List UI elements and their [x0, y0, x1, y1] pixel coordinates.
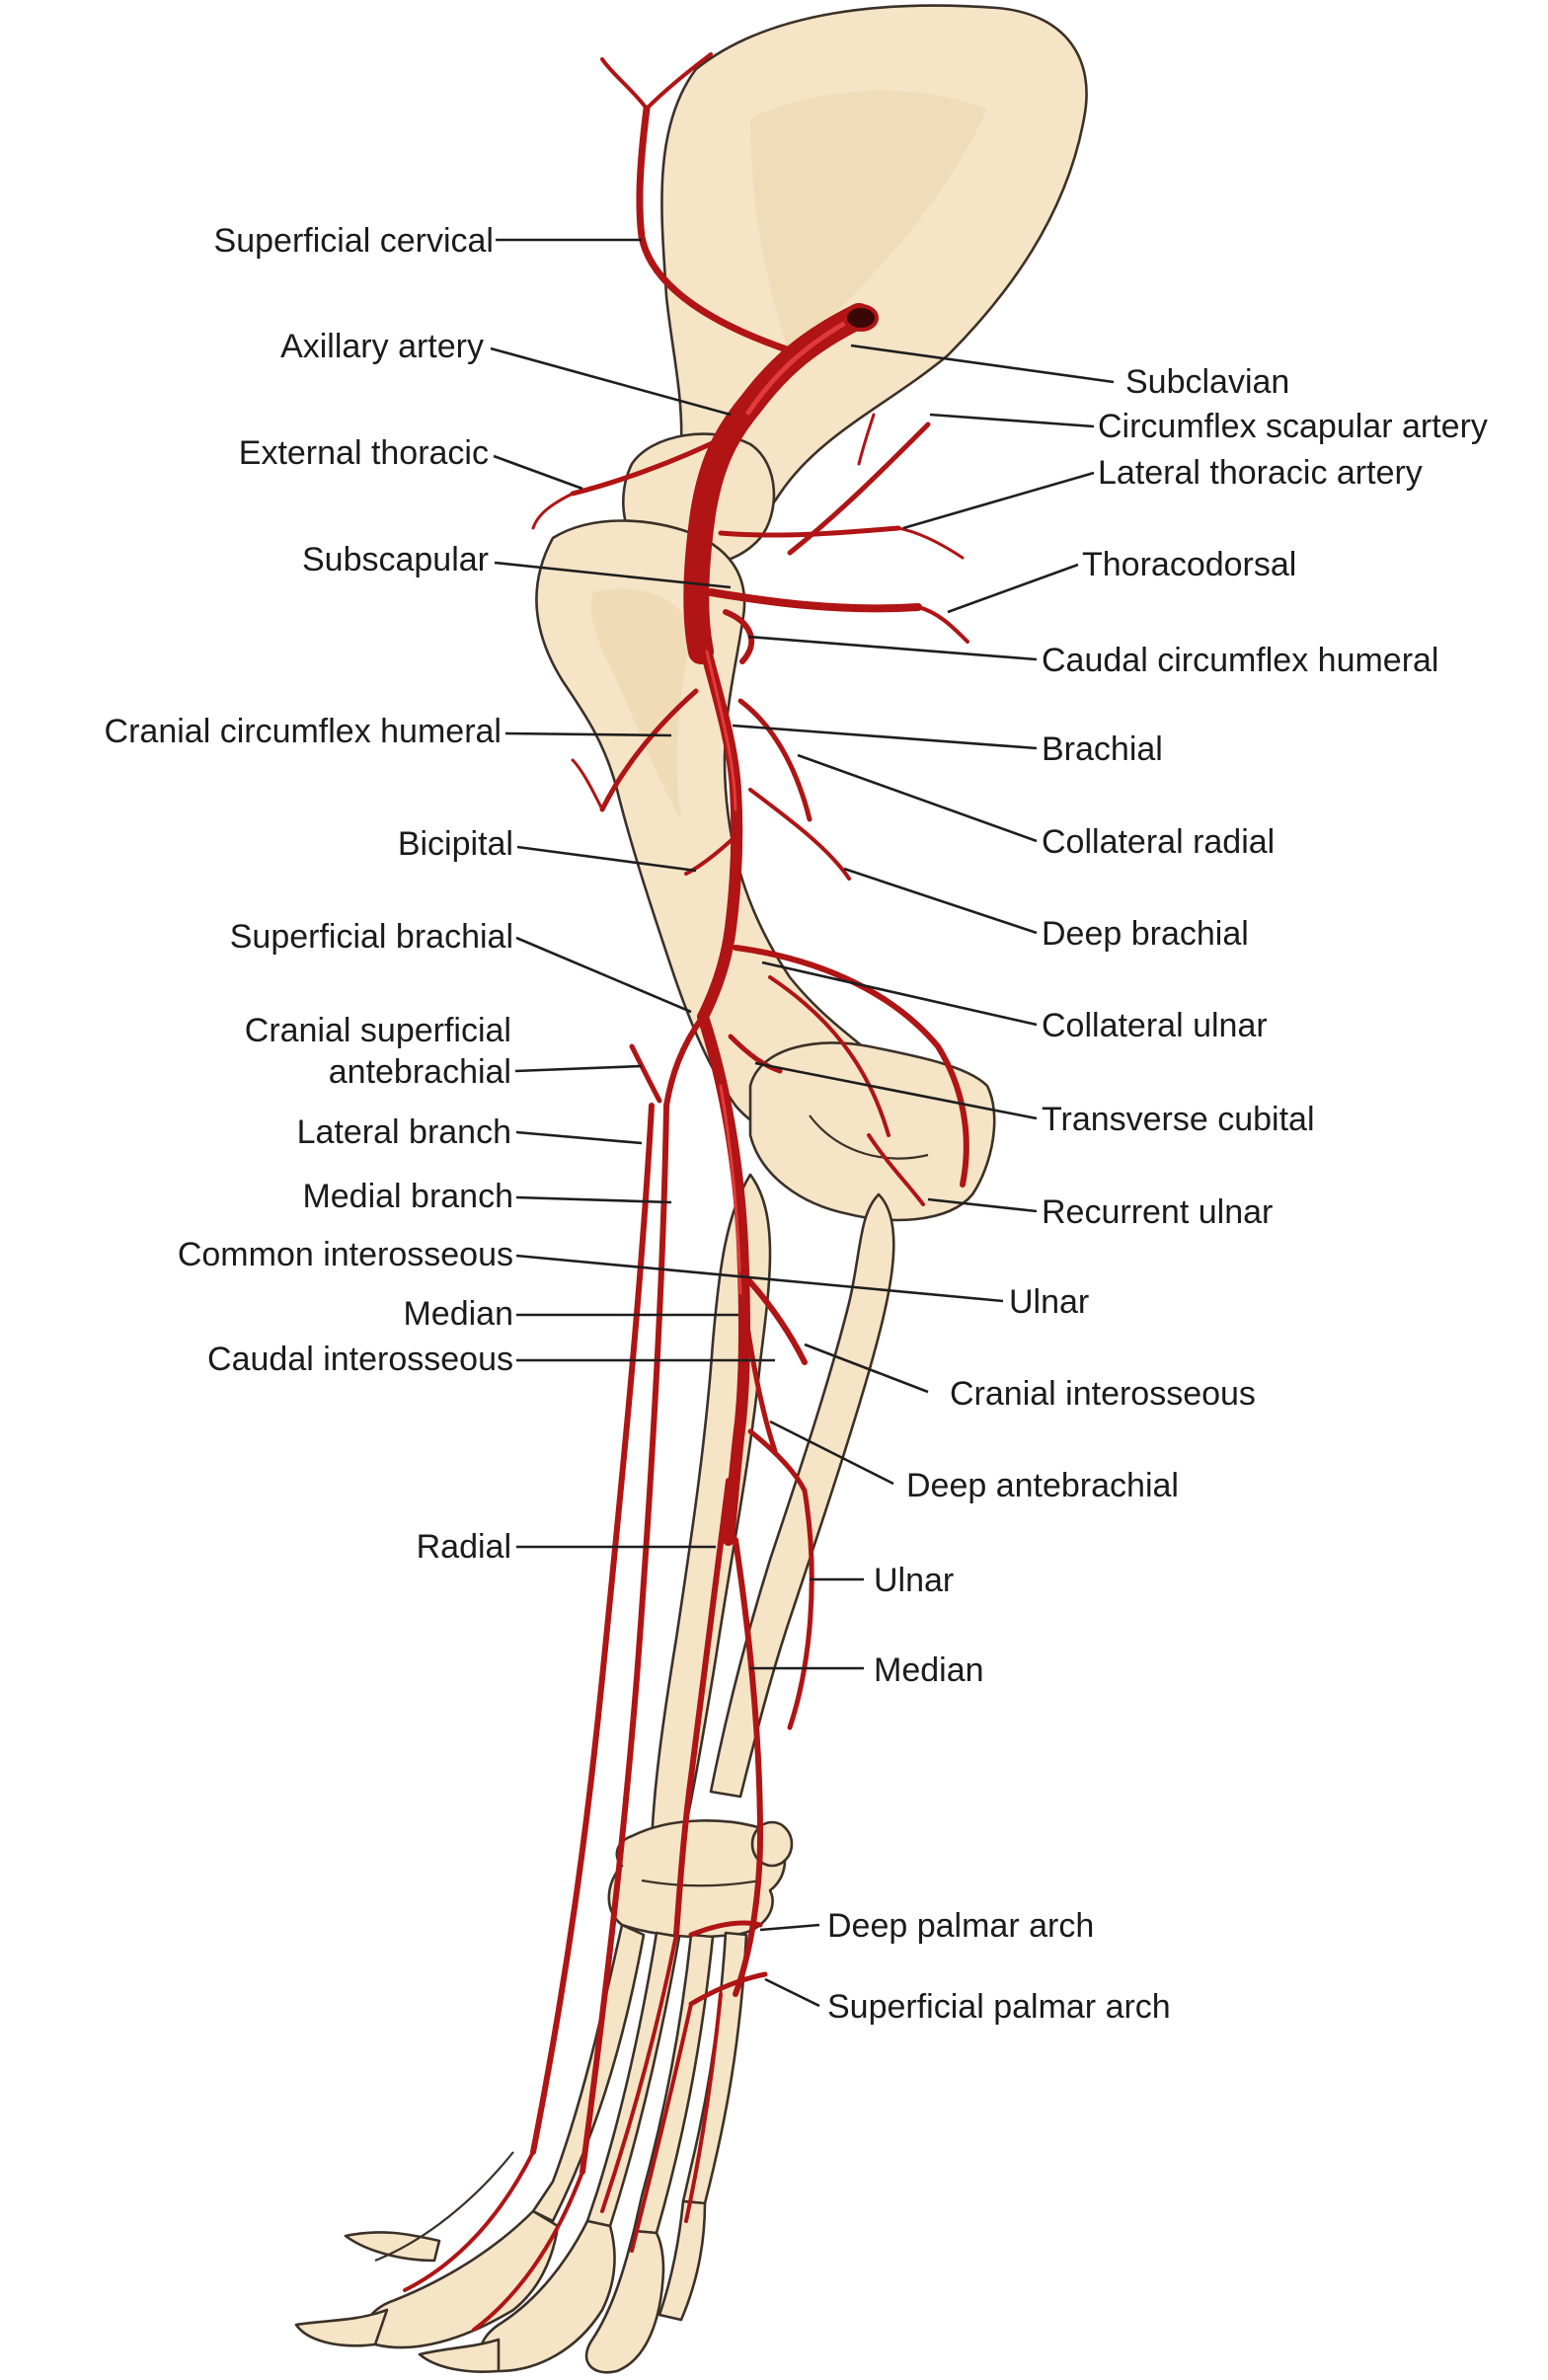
artery-network: [403, 52, 969, 2332]
label-lateral-thoracic-artery: Lateral thoracic artery: [1098, 454, 1423, 492]
label-median-upper: Median: [403, 1295, 513, 1333]
right-labels: Subclavian Circumflex scapular artery La…: [827, 363, 1488, 2026]
leader-lines: [490, 238, 1115, 2008]
label-bicipital: Bicipital: [398, 825, 513, 863]
label-transverse-cubital: Transverse cubital: [1042, 1101, 1315, 1138]
label-thoracodorsal: Thoracodorsal: [1082, 546, 1296, 583]
label-caudal-interosseous: Caudal interosseous: [207, 1341, 513, 1378]
label-medial-branch: Medial branch: [302, 1178, 513, 1215]
label-superficial-brachial: Superficial brachial: [230, 918, 513, 956]
label-caudal-circumflex-humeral: Caudal circumflex humeral: [1042, 642, 1439, 679]
label-subscapular: Subscapular: [302, 541, 489, 578]
label-collateral-ulnar: Collateral ulnar: [1042, 1007, 1268, 1044]
label-common-interosseous: Common interosseous: [178, 1236, 513, 1273]
label-axillary-artery: Axillary artery: [280, 328, 484, 365]
left-labels: Superficial cervical Axillary artery Ext…: [105, 222, 513, 1566]
label-collateral-radial: Collateral radial: [1042, 823, 1275, 861]
label-median-lower: Median: [874, 1651, 984, 1689]
digits: [363, 2209, 560, 2349]
label-cranial-superficial-antebrachial: Cranial superficial: [245, 1012, 511, 1049]
label-cranial-circumflex-humeral: Cranial circumflex humeral: [105, 713, 502, 750]
label-cranial-interosseous: Cranial interosseous: [950, 1375, 1256, 1413]
label-superficial-cervical: Superficial cervical: [214, 222, 494, 260]
label-radial: Radial: [417, 1528, 511, 1566]
label-external-thoracic: External thoracic: [239, 434, 489, 472]
label-lateral-branch: Lateral branch: [297, 1113, 511, 1151]
label-circumflex-scapular-artery: Circumflex scapular artery: [1098, 408, 1488, 445]
label-deep-brachial: Deep brachial: [1042, 915, 1249, 953]
label-brachial: Brachial: [1042, 730, 1163, 768]
label-superficial-palmar-arch: Superficial palmar arch: [827, 1988, 1171, 2026]
label-deep-antebrachial: Deep antebrachial: [906, 1467, 1179, 1504]
label-cranial-superficial-antebrachial-line2: antebrachial: [329, 1053, 511, 1091]
label-subclavian: Subclavian: [1125, 363, 1289, 401]
label-ulnar-upper: Ulnar: [1009, 1283, 1089, 1321]
ulna: [709, 1192, 895, 1799]
label-ulnar-lower: Ulnar: [874, 1562, 954, 1599]
label-recurrent-ulnar: Recurrent ulnar: [1042, 1193, 1273, 1231]
label-deep-palmar-arch: Deep palmar arch: [827, 1907, 1094, 1945]
